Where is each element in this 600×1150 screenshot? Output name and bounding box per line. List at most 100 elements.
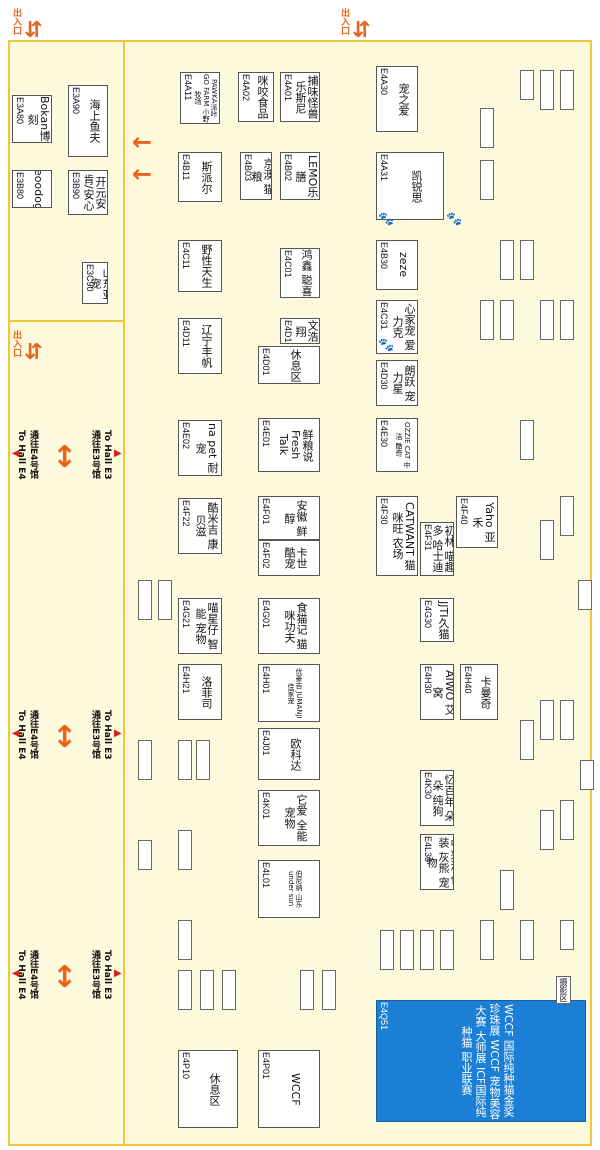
booth-name: Yaho 亚禾 [471, 501, 496, 543]
red-triangle-icon: ◀ [12, 448, 20, 459]
booth-name: 文浩翔 [294, 320, 319, 342]
small-booth [222, 970, 236, 1010]
booth-name: 野性天生 [200, 244, 213, 288]
small-booth [520, 720, 534, 760]
booth-name: 凯锐思 [410, 169, 423, 203]
double-arrow-icon: ↕ [52, 720, 78, 755]
booth-name: Bokan博刻 [26, 96, 51, 142]
red-triangle-icon: ▶ [114, 448, 122, 459]
booth-name: 捕味怪兽 乐斯尼 [294, 75, 319, 119]
small-booth [520, 920, 534, 960]
booth-name: 伯尼纳 山东 under sun [287, 870, 303, 908]
booth-name: 斯派尔 [200, 160, 213, 194]
booth-name: 卡曼奇 [479, 675, 492, 709]
booth-name: 咪咬食品 [256, 75, 269, 119]
corridor-label: To Hall E3 [102, 710, 112, 760]
small-booth [178, 970, 192, 1010]
small-booth [178, 920, 192, 960]
small-booth [158, 580, 172, 620]
booth-name: 朗跃 宠力星 [391, 364, 416, 402]
small-booth [178, 830, 192, 870]
small-booth [578, 580, 592, 610]
exit-arrow-icon: ⇵ [352, 18, 371, 43]
booth-name: LEMO乐膳 [294, 154, 319, 198]
small-booth [500, 870, 514, 910]
small-booth [540, 810, 554, 850]
booth-name: eoodog [32, 170, 45, 208]
corridor-label: 通往E3号馆 [90, 950, 100, 999]
corridor-label: 通往E3号馆 [90, 710, 100, 759]
booth-name: 辽宁丰帆 [200, 324, 213, 368]
small-booth [520, 240, 534, 280]
exit-label: 出入口 [11, 8, 21, 35]
booth-name: 鸿鑫 聪喜 [300, 249, 313, 297]
direction-arrow-icon: ← [132, 128, 153, 156]
booth-name: 中兴派 包装 灰熊 宠物 [425, 836, 454, 888]
corridor-label: To Hall E3 [102, 950, 112, 1000]
paw-icon: 🐾 [446, 212, 463, 227]
small-booth [420, 930, 434, 970]
small-booth [178, 740, 192, 780]
small-booth [540, 520, 554, 560]
small-booth [560, 920, 574, 950]
booth-name: 它爱 全能 宠物 [283, 794, 308, 842]
small-booth [322, 970, 336, 1010]
small-booth [540, 300, 554, 340]
booth-name: 卡世 酷宠 [283, 547, 308, 569]
booth-name: 京澳 猫粮 [250, 157, 272, 195]
small-booth [480, 300, 494, 340]
exit-arrow-icon: ⇵ [24, 18, 43, 43]
red-triangle-icon: ▶ [114, 968, 122, 979]
corridor-label: 通往E3号馆 [90, 430, 100, 479]
booth-name: 心家宠 爱力克 [391, 303, 416, 351]
small-booth [560, 70, 574, 110]
booth-name: JJTI久猫 [437, 600, 450, 640]
double-arrow-icon: ↕ [52, 440, 78, 475]
booth-name: 休息区 [289, 348, 302, 382]
small-booth [480, 108, 494, 148]
small-booth [520, 70, 534, 100]
booth-name: 喵星仔 智能 宠物 [194, 602, 219, 650]
small-booth [480, 160, 494, 200]
small-booth [560, 800, 574, 840]
booth-name: zeze [397, 252, 410, 278]
exit-label: 出入口 [11, 330, 21, 357]
booth-name: 安徽 鲜醇 [283, 499, 308, 537]
photo-area-label: 摄影区 [556, 976, 571, 1004]
booth-name: 宠之爱 [397, 82, 410, 116]
booth-name: 欧科达 [289, 737, 302, 771]
corridor-label: 通往E4号馆 [28, 710, 38, 759]
small-booth [138, 580, 152, 620]
hall-e4-area [123, 40, 592, 1146]
corridor-label: To Hall E4 [16, 710, 26, 760]
booth-name: WCCF [289, 1072, 302, 1106]
booth-name: 开元安肯/安心 [82, 174, 107, 211]
booth-name: 洛菲司 [200, 675, 213, 709]
